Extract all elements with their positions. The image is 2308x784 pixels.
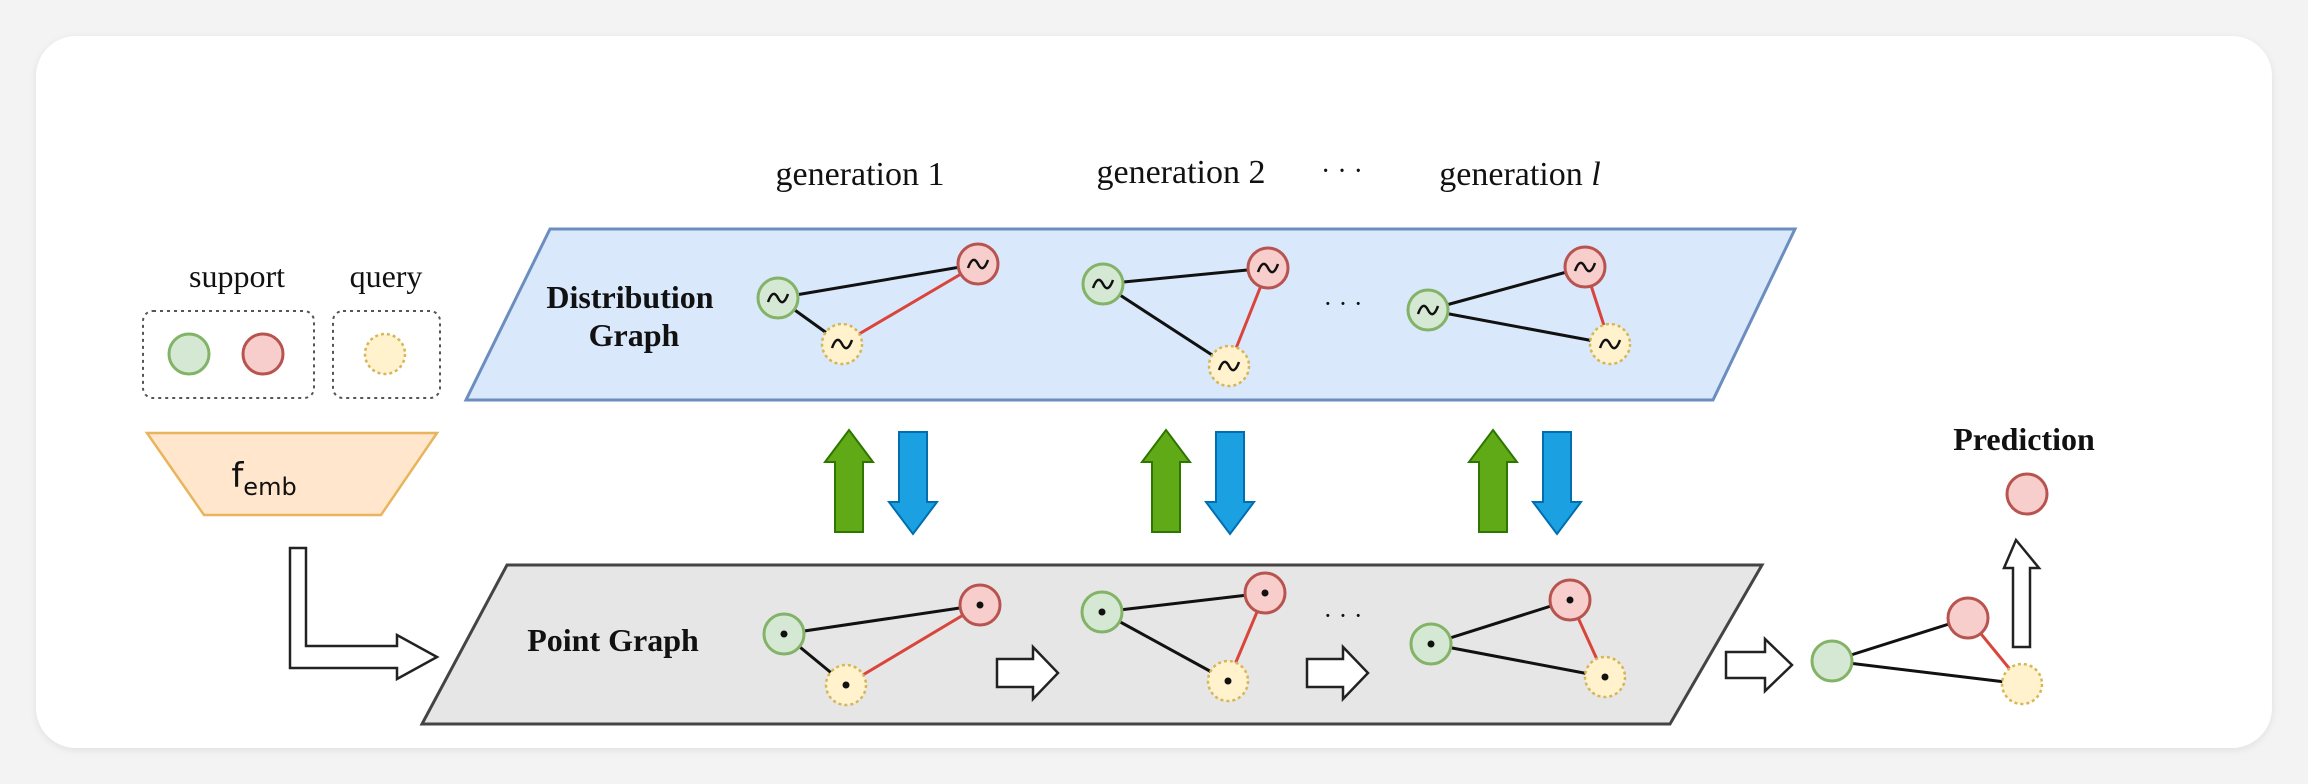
query-label: query bbox=[350, 258, 423, 294]
embedding-label: femb bbox=[231, 456, 296, 501]
distribution-symbol bbox=[1598, 338, 1622, 350]
distribution-symbol bbox=[1217, 360, 1241, 372]
embedding-block bbox=[144, 431, 440, 517]
distribution-graph-label-line1: Distribution bbox=[546, 279, 713, 315]
prediction-node bbox=[2005, 472, 2049, 516]
down-arrow-d2p bbox=[1531, 431, 1583, 536]
generation-l-label: generation l bbox=[1439, 156, 1600, 193]
distribution-symbol bbox=[1573, 261, 1597, 273]
final-node-query bbox=[2000, 662, 2044, 706]
prediction-arrow bbox=[2002, 537, 2042, 649]
generation-1-label: generation 1 bbox=[776, 156, 945, 193]
prediction-label: Prediction bbox=[1953, 421, 2095, 457]
embedding-to-point-arrow bbox=[288, 546, 440, 682]
generation-ellipsis: · · · bbox=[1321, 156, 1363, 187]
distribution-graph-ellipsis: · · · bbox=[1324, 289, 1363, 318]
final-graph bbox=[1810, 596, 2044, 706]
distribution-symbol bbox=[830, 338, 854, 350]
exchange-arrows-gen2 bbox=[1140, 428, 1256, 536]
distribution-symbol bbox=[766, 292, 790, 304]
exchange-arrows-gen1 bbox=[823, 428, 939, 536]
support-red-node bbox=[241, 332, 285, 376]
point-graph-plane bbox=[419, 563, 1765, 726]
distribution-graph-plane bbox=[463, 227, 1798, 402]
distribution-graph-gen2 bbox=[1081, 246, 1290, 388]
support-box bbox=[142, 310, 315, 399]
up-arrow-p2d bbox=[1140, 428, 1192, 533]
distribution-graph-gen1 bbox=[756, 242, 1000, 366]
output-arrow bbox=[1724, 636, 1794, 694]
support-green-node bbox=[167, 332, 211, 376]
distribution-symbol bbox=[1416, 304, 1440, 316]
distribution-graph-genl bbox=[1406, 245, 1632, 366]
distribution-symbol bbox=[966, 258, 990, 270]
point-graph-ellipsis: · · · bbox=[1324, 601, 1363, 630]
support-label: support bbox=[189, 258, 285, 294]
distribution-symbol bbox=[1091, 278, 1115, 290]
point-graph-label: Point Graph bbox=[527, 622, 699, 658]
distribution-graph-label-line2: Graph bbox=[589, 317, 680, 353]
distribution-symbol bbox=[1256, 262, 1280, 274]
down-arrow-d2p bbox=[1204, 431, 1256, 536]
final-node-red bbox=[1946, 596, 1990, 640]
down-arrow-d2p bbox=[887, 431, 939, 536]
point-graph-gen1 bbox=[762, 583, 1002, 707]
query-node bbox=[363, 332, 407, 376]
step-arrow-2 bbox=[1305, 643, 1370, 703]
point-graph-gen2 bbox=[1080, 571, 1287, 703]
up-arrow-p2d bbox=[1467, 428, 1519, 533]
exchange-arrows-genl bbox=[1467, 428, 1583, 536]
query-box bbox=[332, 310, 441, 399]
point-graph-genl bbox=[1409, 578, 1627, 699]
step-arrow-1 bbox=[995, 643, 1060, 703]
up-arrow-p2d bbox=[823, 428, 875, 533]
generation-2-label: generation 2 bbox=[1097, 154, 1266, 191]
final-node-green bbox=[1810, 639, 1854, 683]
